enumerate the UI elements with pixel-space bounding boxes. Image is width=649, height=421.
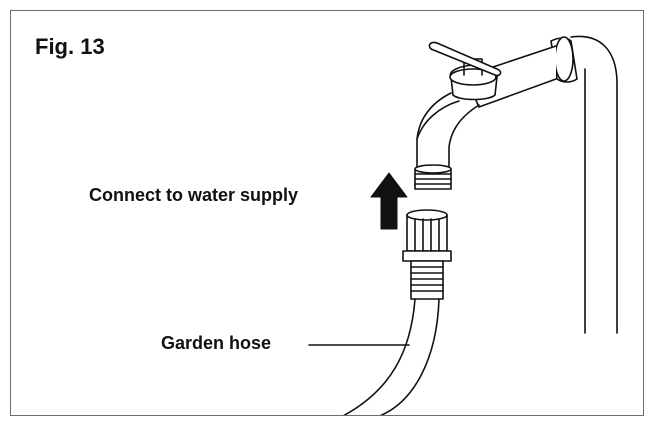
faucet — [414, 41, 557, 190]
faucet-hose-illustration — [308, 35, 618, 415]
figure-frame: Fig. 13 Connect to water supply Garden h… — [10, 10, 644, 416]
hose-callout: Garden hose — [161, 333, 272, 353]
up-arrow-icon — [370, 172, 408, 230]
hose-connector — [402, 209, 452, 300]
connect-callout: Connect to water supply — [89, 185, 299, 205]
garden-hose — [342, 298, 440, 415]
wall-pipe — [550, 35, 618, 334]
figure-label: Fig. 13 — [35, 34, 105, 59]
